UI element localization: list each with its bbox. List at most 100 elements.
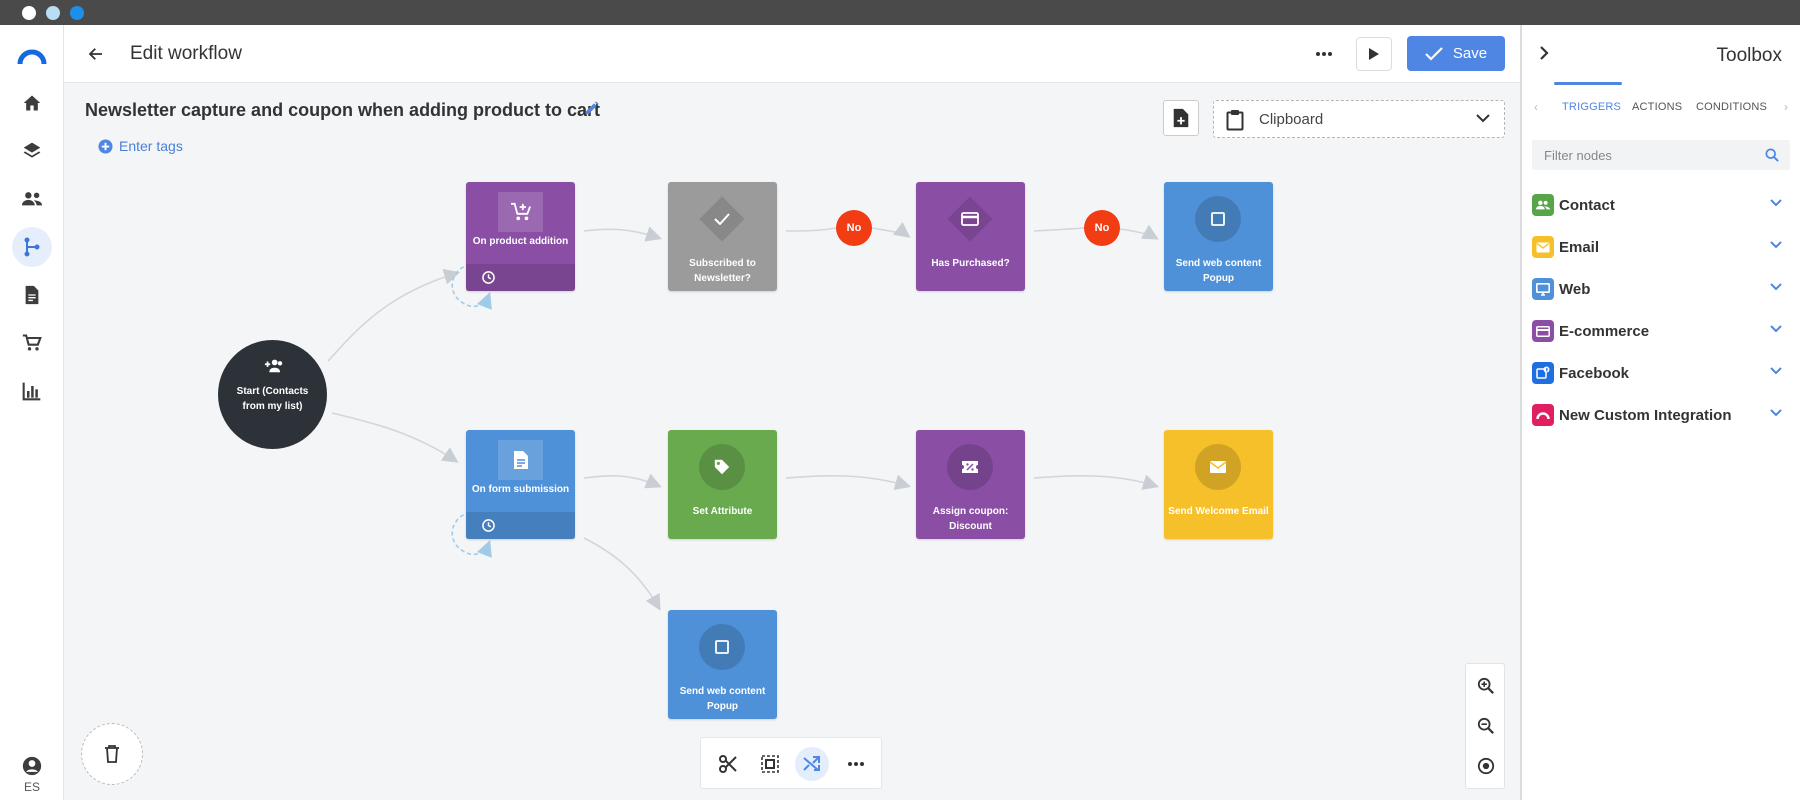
workflow-name: Newsletter capture and coupon when addin… <box>85 100 601 120</box>
contact-icon <box>1532 194 1554 216</box>
tab-conditions[interactable]: CONDITIONS <box>1696 101 1768 113</box>
zoom-out-icon[interactable] <box>1472 712 1500 740</box>
chevron-down-icon <box>1770 409 1782 417</box>
clock-icon <box>482 519 495 532</box>
credit-card-icon <box>1532 320 1554 342</box>
integration-icon <box>1532 404 1554 426</box>
document-icon[interactable] <box>12 275 52 315</box>
tabs-scroll-right-icon[interactable]: › <box>1784 100 1788 114</box>
auto-arrange-icon[interactable] <box>795 747 829 781</box>
zoom-in-icon[interactable] <box>1472 672 1500 700</box>
node-on-product-addition[interactable]: On product addition <box>466 182 575 291</box>
node-footer <box>466 512 575 539</box>
node-set-attribute[interactable]: Set Attribute <box>668 430 777 539</box>
category-new-custom-integration[interactable]: New Custom Integration <box>1532 401 1790 429</box>
filter-nodes-input[interactable] <box>1532 140 1757 170</box>
collapse-toolbox-icon[interactable] <box>1538 45 1550 66</box>
node-assign-coupon[interactable]: Assign coupon: Discount <box>916 430 1025 539</box>
node-label: Send Welcome Email <box>1168 506 1269 517</box>
node-label: On product addition <box>472 236 569 247</box>
toolbar-more-icon[interactable] <box>839 747 873 781</box>
clipboard-dropdown[interactable]: Clipboard <box>1213 100 1505 138</box>
cart-icon[interactable] <box>12 323 52 363</box>
left-navigation: ES <box>0 25 64 800</box>
back-arrow-icon[interactable] <box>84 42 108 66</box>
enter-tags-label: Enter tags <box>119 138 183 154</box>
select-area-icon[interactable] <box>753 747 787 781</box>
layers-icon[interactable] <box>12 131 52 171</box>
category-email[interactable]: Email <box>1532 233 1790 261</box>
category-label: E-commerce <box>1559 322 1650 340</box>
category-e-commerce[interactable]: E-commerce <box>1532 317 1790 345</box>
window-minimize-dot[interactable] <box>46 6 60 20</box>
window-maximize-dot[interactable] <box>70 6 84 20</box>
node-label: Assign coupon: Discount <box>932 506 1009 532</box>
node-subscribed-to-newsletter[interactable]: Subscribed to Newsletter? <box>668 182 777 291</box>
window-close-dot[interactable] <box>22 6 36 20</box>
tab-triggers[interactable]: TRIGGERS <box>1562 101 1622 113</box>
node-label: Subscribed to Newsletter? <box>689 258 756 284</box>
category-web[interactable]: Web <box>1532 275 1790 303</box>
node-label: Set Attribute <box>692 506 753 517</box>
node-label: Has Purchased? <box>931 258 1010 269</box>
tab-actions[interactable]: ACTIONS <box>1632 101 1683 113</box>
scissors-icon[interactable] <box>711 747 745 781</box>
chevron-down-icon <box>1770 325 1782 333</box>
workflow-icon[interactable] <box>12 227 52 267</box>
add-note-button[interactable] <box>1163 100 1199 136</box>
no-branch-badge[interactable]: No <box>1084 210 1120 246</box>
delete-drop-zone[interactable] <box>81 723 143 785</box>
coupon-icon <box>947 444 993 490</box>
check-icon <box>1425 46 1443 61</box>
chevron-down-icon <box>1476 114 1490 123</box>
center-view-icon[interactable] <box>1472 752 1500 780</box>
tabs-scroll-left-icon[interactable]: ‹ <box>1534 100 1538 114</box>
credit-card-icon <box>947 196 993 242</box>
logo-icon[interactable] <box>12 35 52 75</box>
add-contacts-icon <box>264 359 283 373</box>
workflow-canvas[interactable]: Newsletter capture and coupon when addin… <box>64 83 1520 800</box>
account-language-label[interactable]: ES <box>23 780 40 794</box>
node-send-web-content-popup[interactable]: Send web content Popup <box>1164 182 1273 291</box>
envelope-icon <box>1195 444 1241 490</box>
toolbox-title: Toolbox <box>1716 45 1783 66</box>
page-title: Edit workflow <box>130 43 242 64</box>
chart-icon[interactable] <box>12 371 52 411</box>
add-file-icon <box>1173 108 1189 128</box>
test-workflow-button[interactable] <box>1356 37 1392 71</box>
search-icon[interactable] <box>1765 148 1779 162</box>
node-label: Send web content Popup <box>679 686 766 712</box>
enter-tags-link[interactable]: Enter tags <box>98 138 183 154</box>
chevron-down-icon <box>1770 367 1782 375</box>
no-branch-badge[interactable]: No <box>836 210 872 246</box>
home-icon[interactable] <box>12 83 52 123</box>
account-icon[interactable] <box>12 755 52 777</box>
node-send-web-content-popup-2[interactable]: Send web content Popup <box>668 610 777 719</box>
chevron-down-icon <box>1770 241 1782 249</box>
node-has-purchased[interactable]: Has Purchased? <box>916 182 1025 291</box>
node-on-form-submission[interactable]: On form submission <box>466 430 575 539</box>
tag-icon <box>699 444 745 490</box>
category-label: New Custom Integration <box>1559 406 1732 424</box>
form-document-icon <box>498 440 543 480</box>
edit-pencil-icon[interactable] <box>584 100 600 121</box>
save-button-label: Save <box>1452 45 1488 62</box>
category-label: Facebook <box>1559 364 1630 382</box>
contacts-icon[interactable] <box>12 179 52 219</box>
save-button[interactable]: Save <box>1407 36 1505 71</box>
category-contact[interactable]: Contact <box>1532 191 1790 219</box>
more-options-button[interactable] <box>1308 39 1340 69</box>
cart-add-icon <box>498 192 543 232</box>
start-node[interactable]: Start (Contacts from my list) <box>218 340 327 449</box>
chevron-down-icon <box>1770 199 1782 207</box>
popup-square-icon <box>699 624 745 670</box>
node-label: Send web content Popup <box>1175 258 1262 284</box>
category-label: Web <box>1559 280 1591 298</box>
window-title-bar <box>0 0 1800 25</box>
node-send-welcome-email[interactable]: Send Welcome Email <box>1164 430 1273 539</box>
connector-lines <box>327 221 1160 611</box>
clipboard-icon <box>1226 110 1244 131</box>
app-header: Edit workflow Save <box>64 25 1520 83</box>
email-icon <box>1532 236 1554 258</box>
category-facebook[interactable]: Facebook <box>1532 359 1790 387</box>
